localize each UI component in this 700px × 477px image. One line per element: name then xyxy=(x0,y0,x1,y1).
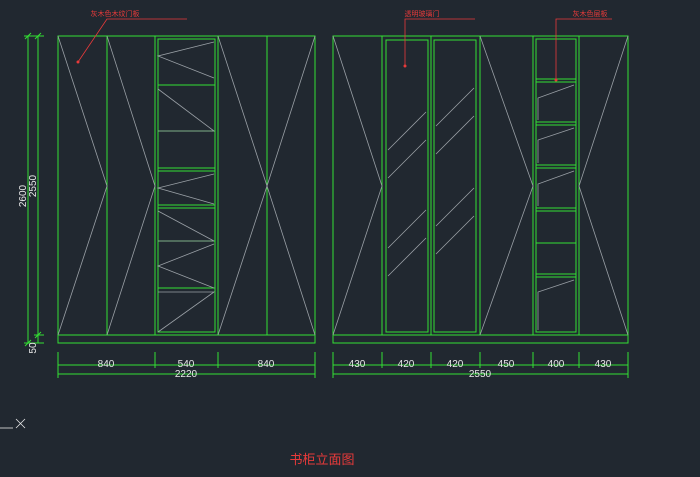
dim-text-left-width-3: 840 xyxy=(258,359,275,370)
door-swing-mark xyxy=(217,35,268,336)
open-shelf-inner xyxy=(535,38,577,333)
dim-text-right-total-width: 2550 xyxy=(469,369,492,380)
glass-door-frame xyxy=(430,35,481,336)
open-shelf-inner xyxy=(157,38,216,333)
leader-dot xyxy=(76,60,80,64)
leader-line-glass-door xyxy=(404,18,475,66)
dim-text-left-width-2: 540 xyxy=(178,359,195,370)
door-swing-mark xyxy=(578,35,629,336)
annotation-glass-door: 透明玻璃门 xyxy=(405,9,440,18)
dim-text-left-total-width: 2220 xyxy=(175,369,198,380)
dim-tick xyxy=(24,339,32,347)
glass-door-inner xyxy=(385,39,429,333)
left-cabinet-hinge-marks xyxy=(57,35,316,336)
dim-text-base-height: 50 xyxy=(28,342,39,354)
dim-text-body-height: 2550 xyxy=(28,174,39,197)
drawing-title: 书柜立面图 xyxy=(289,453,354,468)
right-cabinet-marks xyxy=(332,35,629,336)
door-swing-mark xyxy=(479,35,534,336)
door-swing-mark xyxy=(332,35,383,336)
glass-reflection-mark xyxy=(435,115,475,155)
dim-text-overall-height: 2600 xyxy=(18,184,29,207)
left-cabinet xyxy=(57,35,316,344)
dim-text-right-width-1: 430 xyxy=(349,359,366,370)
shelf-slash xyxy=(156,243,215,289)
dim-tick xyxy=(24,32,32,40)
shelf-slash xyxy=(157,291,216,333)
shelf-slash xyxy=(537,127,575,163)
glass-door-inner xyxy=(433,39,477,333)
annotation-leaders xyxy=(77,18,612,80)
shelf-slash xyxy=(157,88,216,132)
leader-dot xyxy=(554,78,558,82)
annotation-left-door: 灰木色木纹门板 xyxy=(91,9,140,18)
ucs-axis-icon xyxy=(0,418,26,429)
vertical-dimensions xyxy=(24,32,44,347)
leader-dot xyxy=(403,64,407,68)
dim-text-right-width-3: 420 xyxy=(447,359,464,370)
glass-reflection-mark xyxy=(387,209,427,249)
shelf-slash xyxy=(157,210,215,242)
dim-tick xyxy=(34,32,42,40)
glass-reflection-mark xyxy=(387,139,427,179)
dim-text-right-width-5: 400 xyxy=(548,359,565,370)
shelf-slash xyxy=(156,41,215,79)
glass-door-frame xyxy=(381,35,432,336)
glass-reflection-mark xyxy=(387,111,427,151)
open-shelf-unit xyxy=(154,35,219,336)
dim-text-right-width-6: 430 xyxy=(595,359,612,370)
glass-reflection-mark xyxy=(387,237,427,277)
leader-line-shelf xyxy=(555,18,612,80)
dim-text-right-width-4: 450 xyxy=(498,359,515,370)
glass-reflection-mark xyxy=(435,215,475,255)
dim-tick xyxy=(34,331,42,339)
shelf-slash xyxy=(537,170,575,206)
shelf-slash xyxy=(537,84,575,120)
shelf-slash xyxy=(156,173,215,205)
leader-line-left-door xyxy=(77,18,187,63)
annotation-shelf: 灰木色层板 xyxy=(573,9,608,18)
right-cabinet xyxy=(332,35,629,344)
left-cabinet-outline xyxy=(57,35,316,344)
annotation-dots xyxy=(76,60,558,82)
door-swing-mark xyxy=(106,35,156,336)
glass-reflection-mark xyxy=(435,187,475,227)
shelf-slash xyxy=(537,279,575,330)
door-swing-mark xyxy=(57,35,108,336)
dim-text-left-width-1: 840 xyxy=(98,359,115,370)
glass-reflection-mark xyxy=(435,87,475,127)
door-swing-mark xyxy=(266,35,316,336)
horizontal-dimensions xyxy=(57,352,629,378)
dim-text-right-width-2: 420 xyxy=(398,359,415,370)
